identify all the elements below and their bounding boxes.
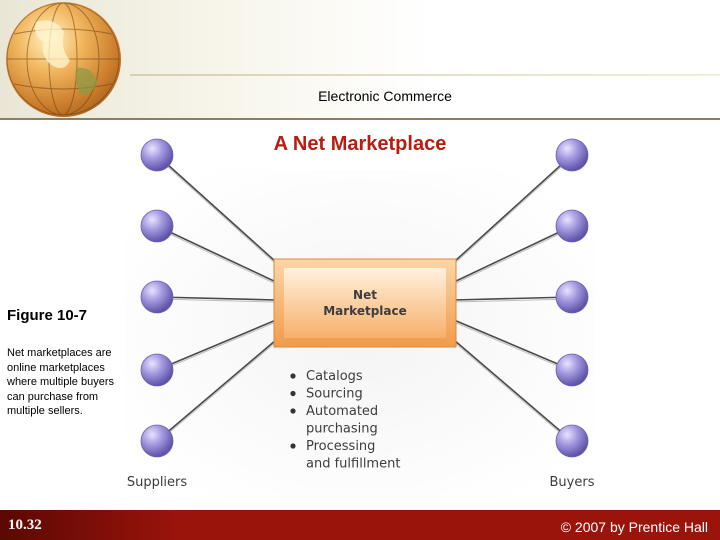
- header-divider-top: [130, 74, 720, 76]
- net-marketplace-diagram: Net Marketplace CatalogsSourcingAutomate…: [125, 138, 595, 500]
- feature-text-2: Sourcing: [306, 387, 363, 402]
- supplier-connector-1: [156, 154, 277, 263]
- supplier-node-2: [140, 209, 174, 243]
- slide-header: Electronic Commerce: [0, 0, 720, 120]
- buyer-connector-5: [453, 339, 573, 442]
- supplier-connector-shadow-2: [156, 227, 277, 285]
- supplier-connector-shadow-3: [156, 298, 277, 303]
- buyer-connector-shadow-4: [453, 321, 573, 373]
- supplier-connector-5: [156, 339, 277, 442]
- header-divider: [0, 118, 720, 120]
- feature-bullet-4: [290, 443, 296, 449]
- supplier-connector-shadow-1: [156, 156, 277, 265]
- hub-title-line1: Net: [353, 288, 377, 302]
- connector-lines: [156, 154, 573, 444]
- supplier-node-3: [140, 280, 174, 314]
- buyer-connector-shadow-2: [453, 227, 573, 285]
- feature-bullet-1: [290, 373, 296, 379]
- feature-text-1: Catalogs: [306, 369, 363, 384]
- supplier-connector-shadow-5: [156, 341, 277, 444]
- party-nodes: [140, 138, 589, 458]
- buyer-connector-shadow-5: [453, 341, 573, 444]
- buyer-node-5: [555, 424, 589, 458]
- buyer-node-1: [555, 138, 589, 172]
- slide-footer: 10.32 © 2007 by Prentice Hall: [0, 510, 720, 540]
- slide-title: A Net Marketplace: [273, 133, 447, 155]
- supplier-connector-4: [156, 319, 277, 371]
- supplier-node-5: [140, 424, 174, 458]
- buyer-node-2: [555, 209, 589, 243]
- feature-text-3: purchasing: [306, 422, 378, 437]
- buyer-node-4: [555, 353, 589, 387]
- feature-text-4: Processing: [306, 439, 375, 454]
- marketplace-hub: Net Marketplace: [273, 258, 457, 348]
- buyer-node-3: [555, 280, 589, 314]
- figure-caption: Net marketplaces are online marketplaces…: [7, 347, 114, 417]
- feature-text-4: and fulfillment: [306, 457, 400, 472]
- buyers-label: Buyers: [550, 475, 595, 490]
- buyer-connector-4: [453, 319, 573, 371]
- feature-bullet-3: [290, 408, 296, 414]
- hub-inner-box: [284, 268, 446, 338]
- buyer-connector-1: [453, 154, 573, 263]
- figure-label: Figure 10-7: [7, 307, 88, 324]
- globe-icon: [6, 2, 121, 117]
- feature-bullet-2: [290, 390, 296, 397]
- feature-text-3: Automated: [306, 404, 378, 419]
- supplier-node-4: [140, 353, 174, 387]
- suppliers-label: Suppliers: [127, 475, 188, 490]
- buyer-connector-2: [453, 225, 573, 283]
- buyer-connector-shadow-1: [453, 156, 573, 265]
- buyer-connector-3: [453, 296, 573, 301]
- supplier-connector-2: [156, 225, 277, 283]
- supplier-node-1: [140, 138, 174, 172]
- supplier-connector-3: [156, 296, 277, 301]
- header-title: Electronic Commerce: [318, 88, 452, 104]
- copyright-notice: © 2007 by Prentice Hall: [560, 519, 708, 535]
- supplier-connector-shadow-4: [156, 321, 277, 373]
- hub-title-line2: Marketplace: [323, 304, 407, 318]
- buyer-connector-shadow-3: [453, 298, 573, 303]
- slide-number: 10.32: [8, 517, 42, 533]
